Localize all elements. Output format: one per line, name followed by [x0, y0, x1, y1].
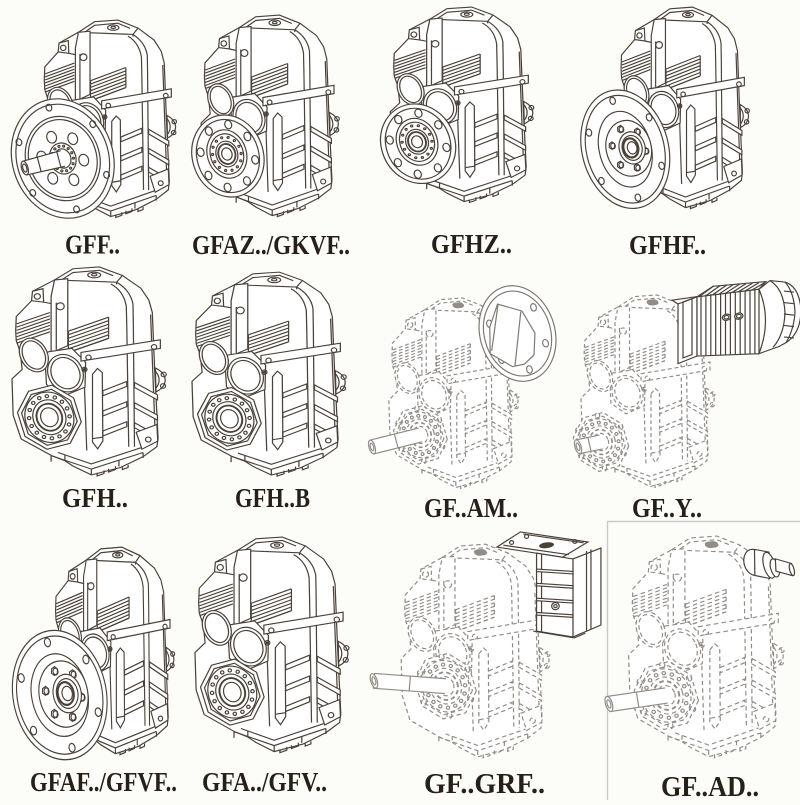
svg-text:GFH..B: GFH..B	[235, 483, 310, 513]
svg-text:GF..Y..: GF..Y..	[632, 493, 702, 523]
svg-text:GFHF..: GFHF..	[629, 230, 706, 260]
svg-text:GF..AM..: GF..AM..	[424, 493, 518, 523]
svg-text:GFH..: GFH..	[62, 483, 128, 513]
svg-text:GF..AD..: GF..AD..	[661, 772, 759, 800]
svg-text:GFAZ../GKVF..: GFAZ../GKVF..	[192, 230, 350, 260]
svg-text:GFA../GFV..: GFA../GFV..	[202, 767, 327, 797]
svg-text:GFHZ..: GFHZ..	[431, 229, 512, 259]
svg-text:GF..GRF..: GF..GRF..	[424, 769, 545, 800]
svg-text:GFAF../GFVF..: GFAF../GFVF..	[30, 767, 177, 797]
svg-text:GFF..: GFF..	[65, 230, 120, 260]
